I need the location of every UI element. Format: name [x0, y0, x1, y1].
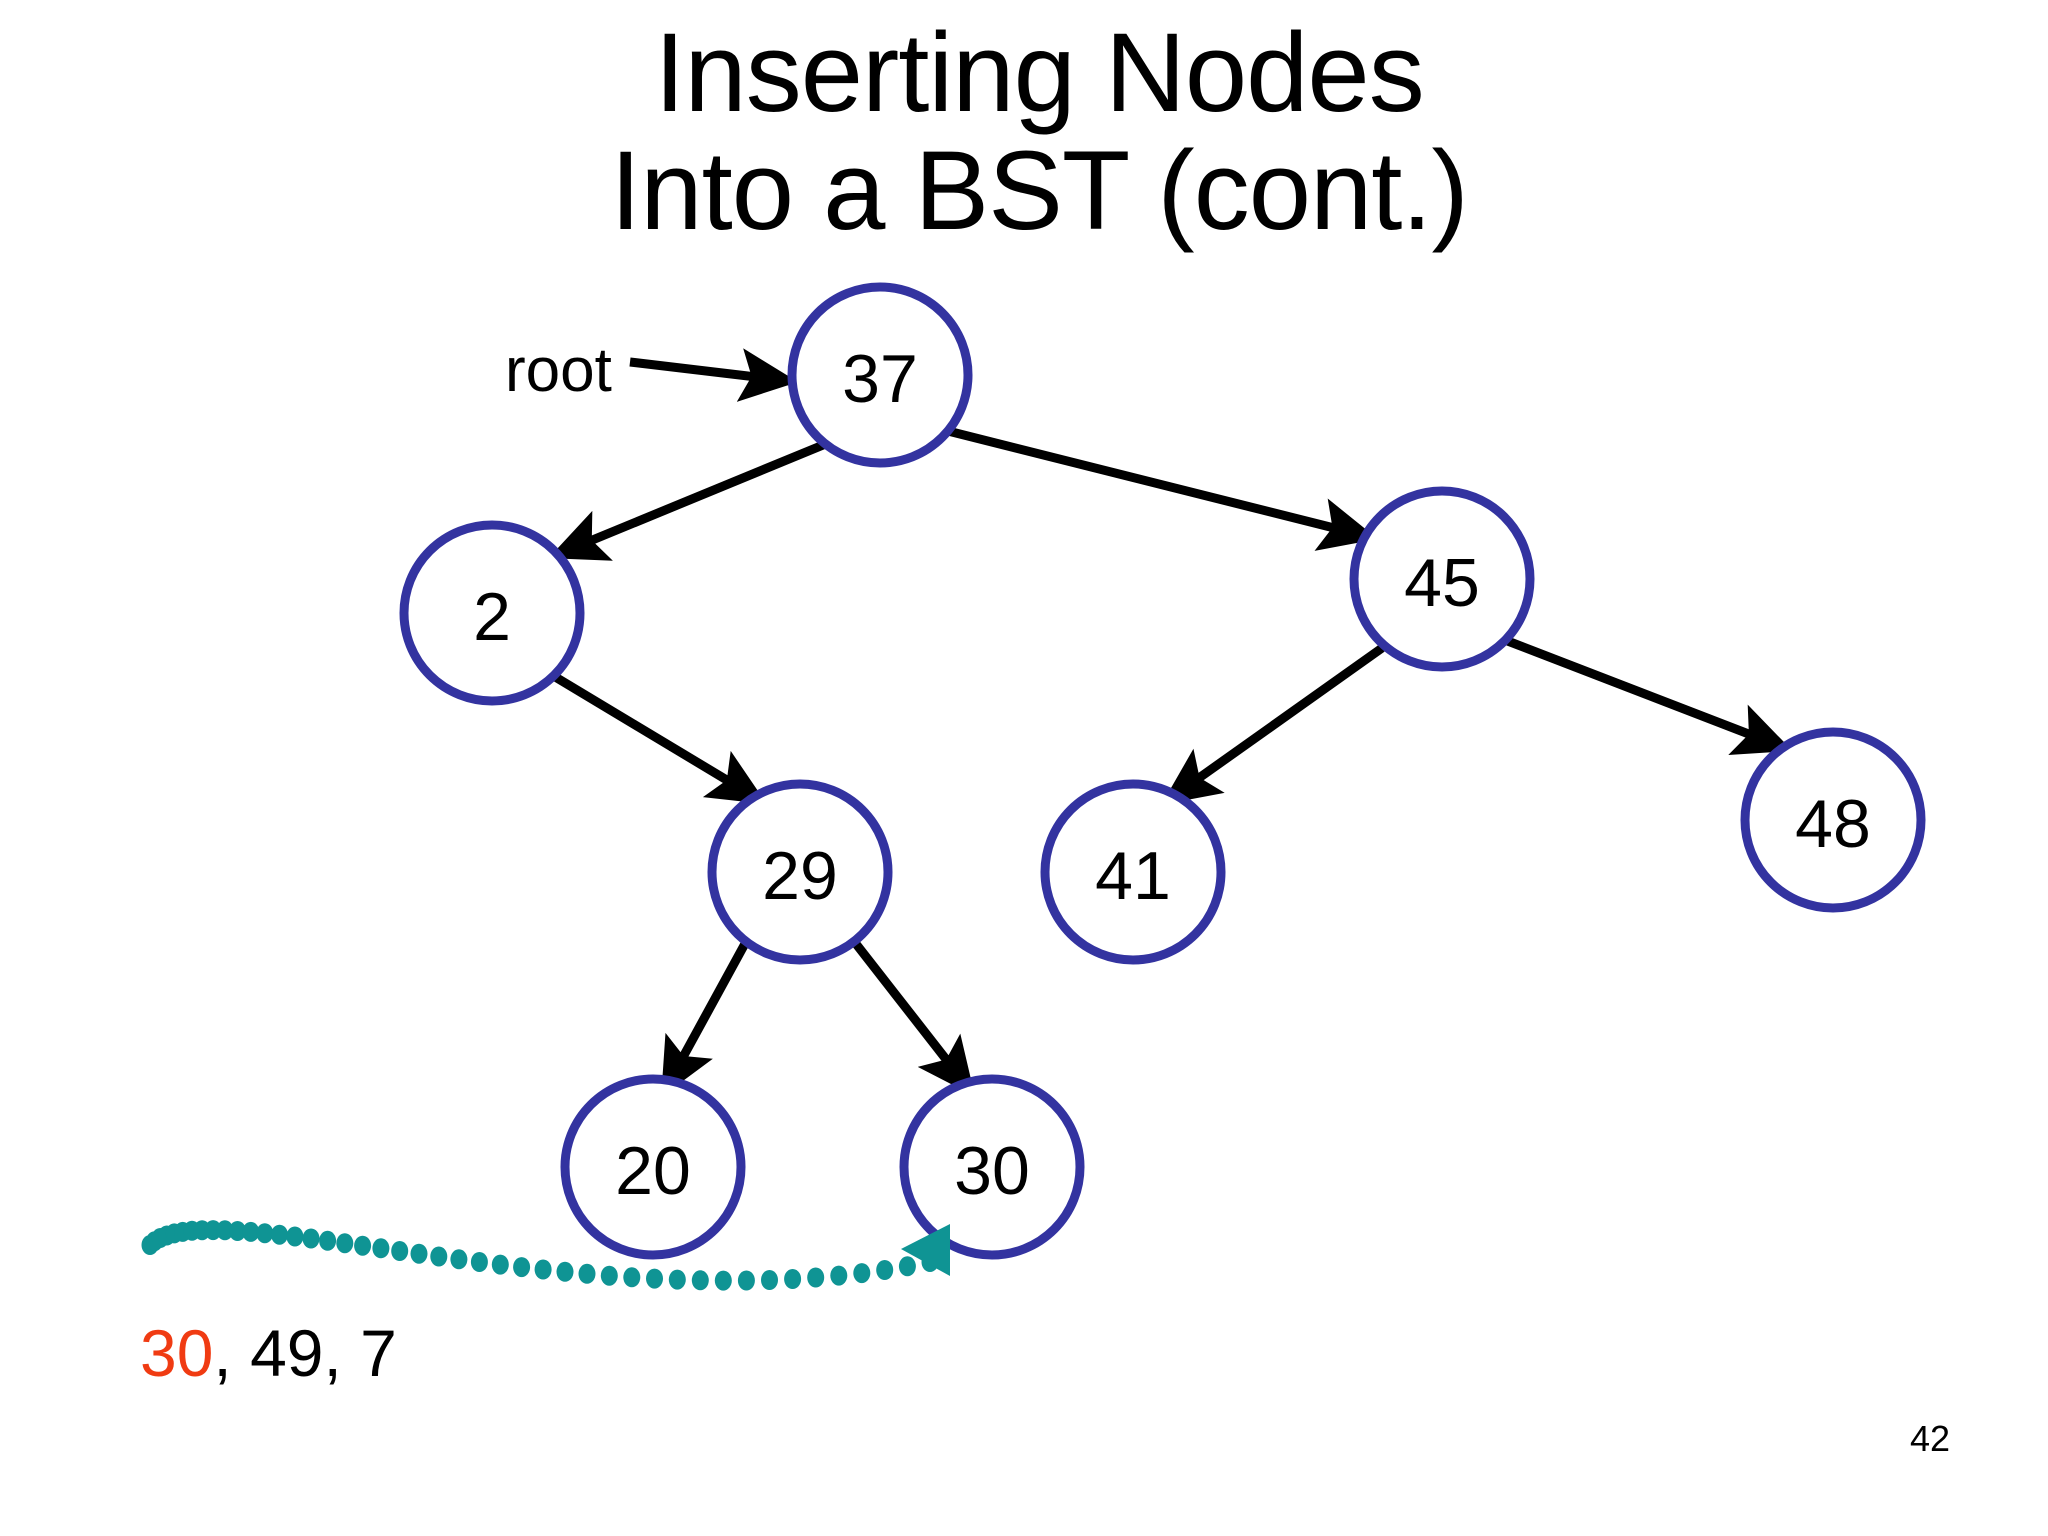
- pointer-dot: [513, 1257, 531, 1278]
- pointer-dot: [737, 1270, 755, 1291]
- node-label-29: 29: [762, 838, 838, 914]
- pointer-dot: [430, 1246, 448, 1267]
- pointer-dot: [450, 1249, 468, 1270]
- tree-node-48[interactable]: 48: [1740, 727, 1926, 913]
- root-pointer-arrow: [629, 348, 799, 402]
- node-label-45: 45: [1404, 545, 1480, 621]
- queue-current-value: 30: [140, 1316, 214, 1390]
- node-circle-29: [707, 779, 893, 965]
- pointer-dot: [807, 1267, 825, 1288]
- pointer-dot: [761, 1270, 778, 1290]
- tree-node-29[interactable]: 29: [707, 779, 893, 965]
- title-line-1: Inserting Nodes: [654, 10, 1424, 135]
- root-pointer-line: [629, 348, 799, 402]
- insertion-queue: 30, 49, 7: [140, 1315, 397, 1391]
- node-label-48: 48: [1795, 786, 1871, 862]
- pointer-dot: [229, 1221, 246, 1241]
- insert-pointer-dotted-arrow: [141, 1220, 950, 1291]
- pointer-dot: [319, 1230, 337, 1251]
- tree-node-20[interactable]: 20: [560, 1074, 746, 1260]
- pointer-dot: [410, 1243, 428, 1264]
- slide-number: 42: [1910, 1418, 1951, 1459]
- nodes-layer: 37 2 45 29 41 48 20 30: [399, 282, 1926, 1260]
- pointer-dot: [898, 1256, 916, 1277]
- page-title: Inserting Nodes Into a BST (cont.): [0, 14, 2048, 249]
- pointer-dot: [216, 1220, 234, 1241]
- pointer-dot: [623, 1267, 641, 1288]
- node-circle-48: [1740, 727, 1926, 913]
- pointer-dot: [853, 1263, 871, 1284]
- pointer-dot: [242, 1221, 260, 1242]
- queue-remaining-values: , 49, 7: [213, 1316, 397, 1390]
- pointer-dot: [714, 1270, 732, 1291]
- tree-node-41[interactable]: 41: [1040, 779, 1226, 965]
- pointer-dot: [600, 1265, 618, 1286]
- pointer-dot: [646, 1268, 663, 1289]
- tree-node-45[interactable]: 45: [1349, 486, 1535, 672]
- edge-n37-to-n45: [942, 425, 1378, 551]
- node-circle-20: [560, 1074, 746, 1260]
- insert-pointer-arrowhead: [901, 1224, 950, 1276]
- edge-n29-to-n20: [661, 937, 751, 1098]
- tree-node-37[interactable]: 37: [787, 282, 973, 468]
- pointer-dot: [286, 1226, 304, 1247]
- root-pointer-label: root: [505, 336, 612, 405]
- pointer-dot: [271, 1224, 288, 1245]
- pointer-dot: [876, 1260, 894, 1280]
- pointer-dot: [784, 1269, 802, 1289]
- edge-n37-to-n2: [548, 438, 830, 561]
- pointer-dot: [578, 1263, 596, 1284]
- pointer-dot: [668, 1269, 686, 1290]
- node-circle-45: [1349, 486, 1535, 672]
- pointer-dot: [204, 1220, 222, 1241]
- node-circle-37: [787, 282, 973, 468]
- pointer-dot: [302, 1228, 320, 1249]
- edge-n45-to-n48: [1503, 635, 1793, 756]
- node-label-2: 2: [473, 579, 511, 655]
- pointer-dot: [534, 1259, 552, 1280]
- pointer-dot: [372, 1238, 390, 1259]
- edge-n2-to-n29: [549, 671, 767, 805]
- node-circle-2: [399, 520, 585, 706]
- node-label-37: 37: [842, 341, 918, 417]
- tree-node-2[interactable]: 2: [399, 520, 585, 706]
- node-circle-30: [899, 1074, 1085, 1260]
- pointer-dot: [470, 1252, 488, 1272]
- edge-n45-to-n41: [1161, 644, 1385, 805]
- pointer-dot: [691, 1270, 709, 1291]
- pointer-dot: [830, 1265, 848, 1286]
- node-label-30: 30: [954, 1133, 1030, 1209]
- pointer-dot: [391, 1241, 409, 1261]
- node-label-20: 20: [615, 1133, 691, 1209]
- edge-n29-to-n30: [849, 937, 975, 1097]
- node-circle-41: [1040, 779, 1226, 965]
- pointer-dot: [336, 1233, 354, 1254]
- edges-layer: [548, 425, 1793, 1098]
- pointer-dot: [556, 1261, 574, 1282]
- tree-node-30[interactable]: 30: [899, 1074, 1085, 1260]
- pointer-dot: [256, 1223, 274, 1244]
- title-line-2: Into a BST (cont.): [610, 127, 1469, 253]
- pointer-dot: [354, 1235, 372, 1256]
- node-label-41: 41: [1095, 838, 1171, 914]
- pointer-dot: [491, 1254, 509, 1275]
